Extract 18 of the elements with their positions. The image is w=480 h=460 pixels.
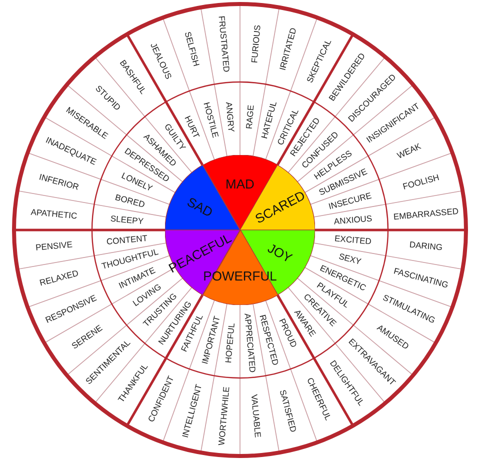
emotion-word: APATHETIC	[30, 207, 78, 220]
emotion-word: FRUSTRATED	[217, 15, 230, 72]
emotion-word: SLEEPY	[110, 214, 144, 226]
emotion-word: HOPEFUL	[224, 322, 236, 364]
emotion-word: PENSIVE	[34, 240, 72, 252]
emotion-word: EMBARRASSED	[393, 206, 460, 221]
emotion-word: SEXY	[338, 252, 362, 266]
emotion-word: CONTENT	[106, 234, 148, 246]
emotion-word: ANGRY	[224, 102, 236, 132]
emotion-word: ANXIOUS	[334, 214, 372, 226]
emotion-word: APPRECIATED	[243, 313, 257, 373]
emotion-word: EXCITED	[334, 234, 372, 246]
emotion-word: VALUABLE	[250, 394, 262, 438]
emotion-word: RAGE	[244, 104, 256, 130]
emotion-word: WORTHWHILE	[216, 386, 230, 446]
emotion-word: FURIOUS	[250, 24, 262, 64]
emotion-word: BORED	[114, 192, 146, 209]
emotion-word: DARING	[409, 240, 444, 252]
